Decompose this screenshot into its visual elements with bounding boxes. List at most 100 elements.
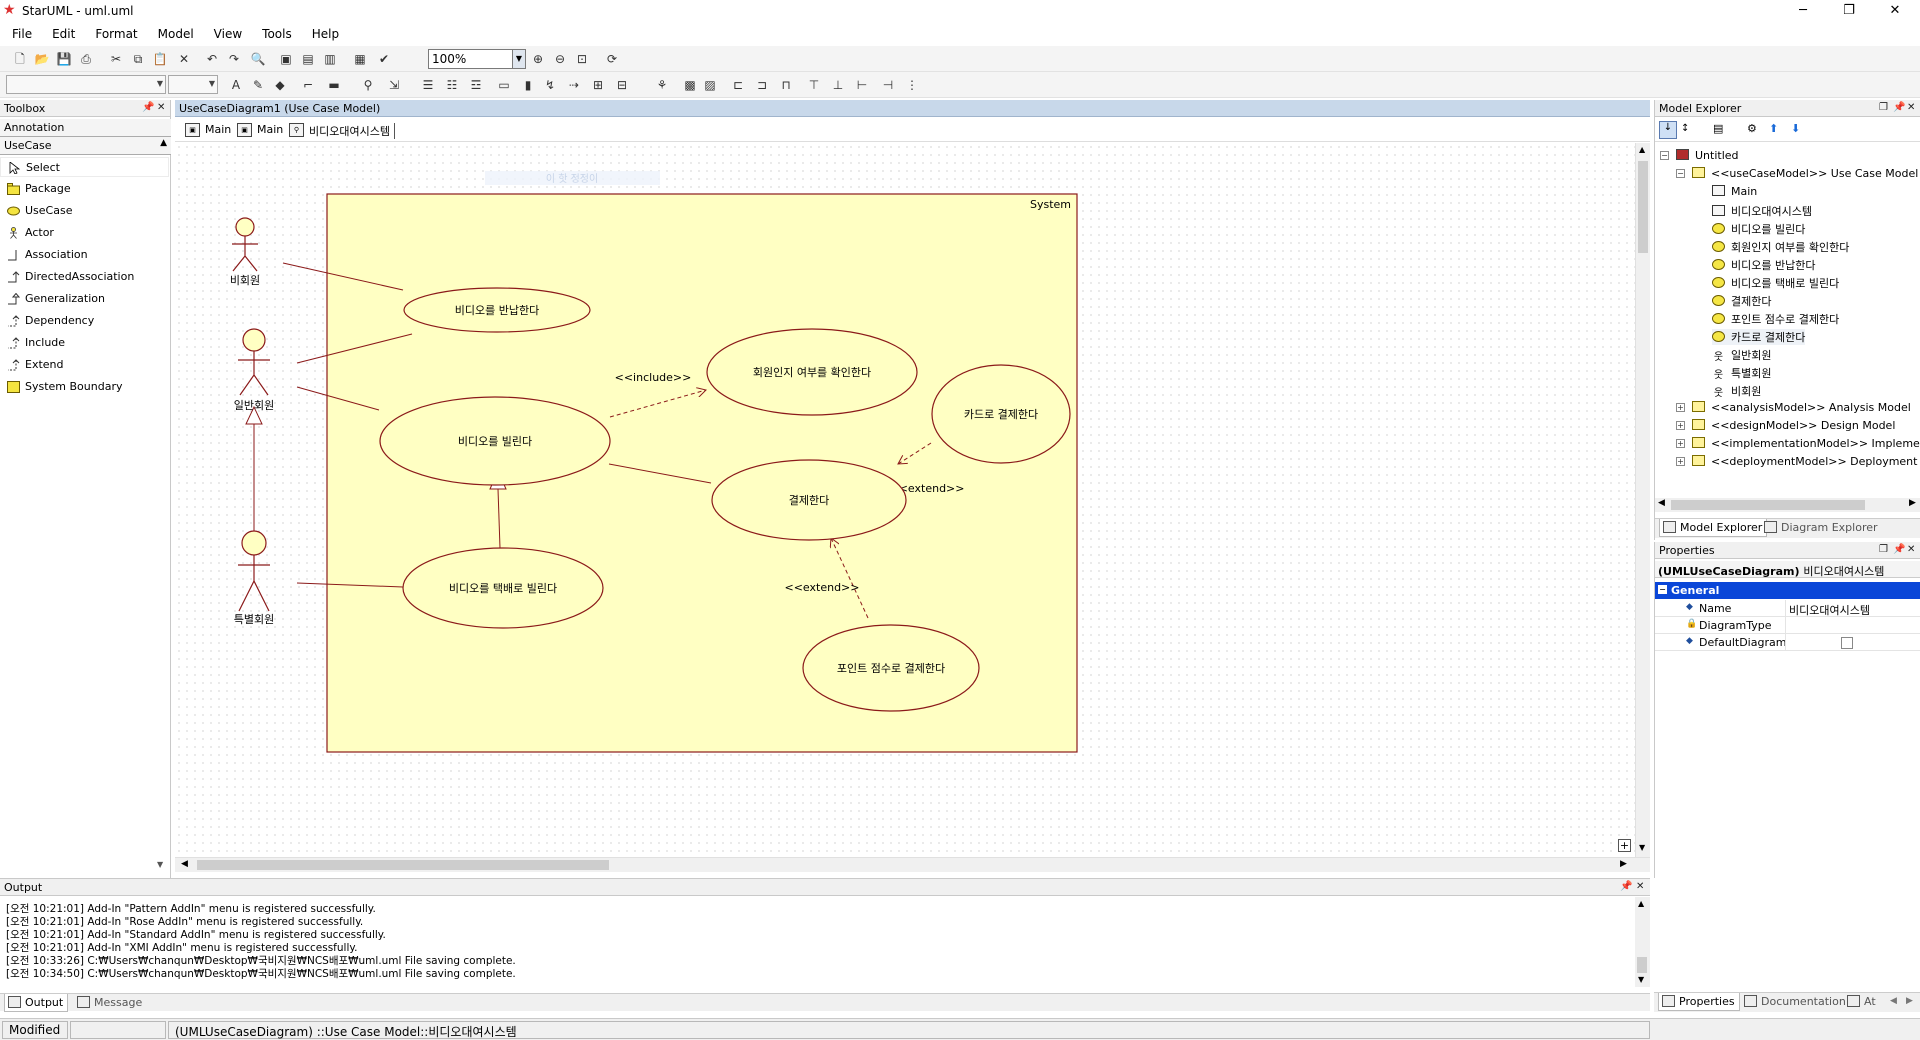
toolbox-item-package[interactable]: Package [0,179,169,199]
scroll-down-icon[interactable]: ▼ [157,860,164,869]
minimize-button[interactable]: ─ [1799,3,1807,18]
tree-item[interactable]: Main [1712,185,1757,198]
show-ports-icon[interactable]: ☲ [470,78,482,92]
tab-message[interactable]: Message [74,994,146,1012]
scroll-up-icon[interactable]: ▲ [1639,145,1646,154]
tree-item[interactable]: 결제한다 [1712,293,1771,309]
property-row-defaultdiagram[interactable]: ◆ DefaultDiagram [1655,634,1920,651]
expand-icon[interactable]: + [1676,421,1685,430]
line-style-icon[interactable]: ⌐ [302,78,314,92]
diagram-export-icon[interactable]: ▥ [324,52,336,66]
scroll-right-icon[interactable]: ▶ [1620,859,1627,869]
delete-icon[interactable]: ✕ [178,52,190,66]
pin-icon[interactable]: 📌 [142,102,155,113]
tab-properties[interactable]: Properties [1658,993,1740,1011]
canvas-vertical-scrollbar[interactable]: ▲ ▼ [1635,143,1650,857]
move-down-icon[interactable]: ⬇ [1791,122,1801,135]
canvas-horizontal-scrollbar[interactable]: ◀ ▶ [175,857,1650,872]
diagram-canvas[interactable]: 이 핫 정정이 System <<include>> <<extend>> <<… [175,143,1635,857]
tab-output[interactable]: Output [4,994,69,1012]
menu-view[interactable]: View [213,27,243,41]
close-icon[interactable]: ✕ [1907,544,1916,555]
toolbox-item-dependency[interactable]: Dependency [0,311,169,331]
send-to-back-icon[interactable]: ▮ [524,78,532,92]
tree-usecase-model[interactable]: − <<useCaseModel>> Use Case Model [1676,167,1918,180]
redo-icon[interactable]: ↷ [228,52,240,66]
association-rent-pay[interactable] [608,463,712,484]
toolbox-group-usecase[interactable]: UseCase▲ [0,137,171,155]
diagram-refresh-icon[interactable]: ▤ [302,52,314,66]
zoom-in-icon[interactable]: ⊕ [532,52,544,66]
tree-item[interactable]: 비디오를 택배로 빌린다 [1712,275,1839,291]
restore-icon[interactable]: ❐ [1879,544,1888,555]
property-row-diagramtype[interactable]: 🔒 DiagramType [1655,617,1920,634]
property-value[interactable]: 비디오대여시스템 [1789,604,1870,617]
property-row-name[interactable]: ◆ Name 비디오대여시스템 [1655,600,1920,617]
chevron-down-icon[interactable]: ▼ [512,50,525,68]
tab-attachments[interactable]: At [1844,993,1880,1011]
save-icon[interactable]: 💾 [56,52,72,66]
bring-to-front-icon[interactable]: ▭ [498,78,510,92]
usecase-pay[interactable]: 결제한다 [711,459,907,541]
suppress-icon[interactable]: ⚲ [363,78,373,92]
explorer-horizontal-scrollbar[interactable]: ◀ ▶ [1655,498,1920,512]
font-name-combo[interactable]: ▼ [6,75,166,94]
collapse-icon[interactable]: − [1676,169,1685,178]
defaultdiagram-checkbox[interactable] [1841,637,1853,649]
tab-scroll-left-icon[interactable]: ◀ [1890,996,1897,1006]
align-center-icon[interactable]: ⊐ [756,78,768,92]
horizontal-scroll-thumb[interactable] [197,860,609,870]
actor-nonmember[interactable] [232,217,258,272]
association-special-delivery[interactable] [296,582,404,588]
usecase-return-video[interactable]: 비디오를 반납한다 [403,287,591,333]
font-size-combo[interactable]: ▼ [168,75,218,94]
close-icon[interactable]: ✕ [1907,102,1916,113]
close-window-button[interactable]: ✕ [1889,3,1901,18]
align-width-icon[interactable]: ⊟ [616,78,628,92]
toolbox-item-directedassociation[interactable]: DirectedAssociation [0,267,169,287]
tree-item[interactable]: 포인트 점수로 결제한다 [1712,311,1839,327]
tree-item[interactable]: 카드로 결제한다 [1712,329,1806,345]
actor-regular-member[interactable] [238,328,270,396]
stereotype-icon[interactable]: ▬ [328,78,340,92]
usecase-check-member[interactable]: 회원인지 여부를 확인한다 [706,328,918,416]
generalization-delivery-rent-line[interactable] [497,488,501,549]
zoom-fit-icon[interactable]: ⊡ [576,52,588,66]
undo-icon[interactable]: ↶ [206,52,218,66]
expand-icon[interactable]: + [1676,403,1685,412]
zoom-combobox[interactable]: 100% ▼ [428,49,526,69]
align-left-icon[interactable]: ⊏ [732,78,744,92]
tab-scroll-right-icon[interactable]: ▶ [1906,996,1913,1006]
align-bottom-icon[interactable]: ⊢ [856,78,868,92]
distribute-icon[interactable]: ⋮ [906,78,918,92]
tab-diagram-explorer[interactable]: Diagram Explorer [1761,519,1882,537]
close-icon[interactable]: ✕ [1636,881,1645,892]
cut-icon[interactable]: ✂ [110,52,122,66]
toolbox-group-annotation[interactable]: Annotation [0,119,171,137]
restore-icon[interactable]: ❐ [1879,102,1888,113]
space-evenly-icon[interactable]: ⊣ [882,78,894,92]
scroll-up-icon[interactable]: ▲ [1638,899,1645,908]
menu-edit[interactable]: Edit [52,27,76,41]
align-right-icon[interactable]: ⊓ [781,78,791,92]
font-icon[interactable]: A [231,78,241,92]
tree-deployment-model[interactable]: + <<deploymentModel>> Deployment Mod [1676,455,1920,468]
tab-main-1[interactable]: ▣Main [185,123,231,137]
collapse-icon[interactable]: − [1660,151,1669,160]
verify-model-icon[interactable]: ✔ [378,52,390,66]
close-icon[interactable]: ✕ [157,102,166,113]
explorer-scroll-thumb[interactable] [1671,500,1865,510]
usecase-pay-by-card[interactable]: 카드로 결제한다 [931,364,1071,464]
toolbox-item-system-boundary[interactable]: System Boundary [0,377,169,397]
chevron-up-icon[interactable]: ▲ [160,138,167,148]
auto-resize-icon[interactable]: ⇲ [388,78,400,92]
tree-implementation-model[interactable]: + <<implementationModel>> Implementatic [1676,437,1920,450]
toolbox-item-generalization[interactable]: Generalization [0,289,169,309]
pin-icon[interactable]: 📌 [1620,881,1633,892]
pin-icon[interactable]: 📌 [1893,544,1906,555]
output-vertical-scrollbar[interactable]: ▲ ▼ [1635,897,1650,987]
vertical-scroll-thumb[interactable] [1638,161,1648,253]
ungroup-icon[interactable]: ▨ [704,78,716,92]
